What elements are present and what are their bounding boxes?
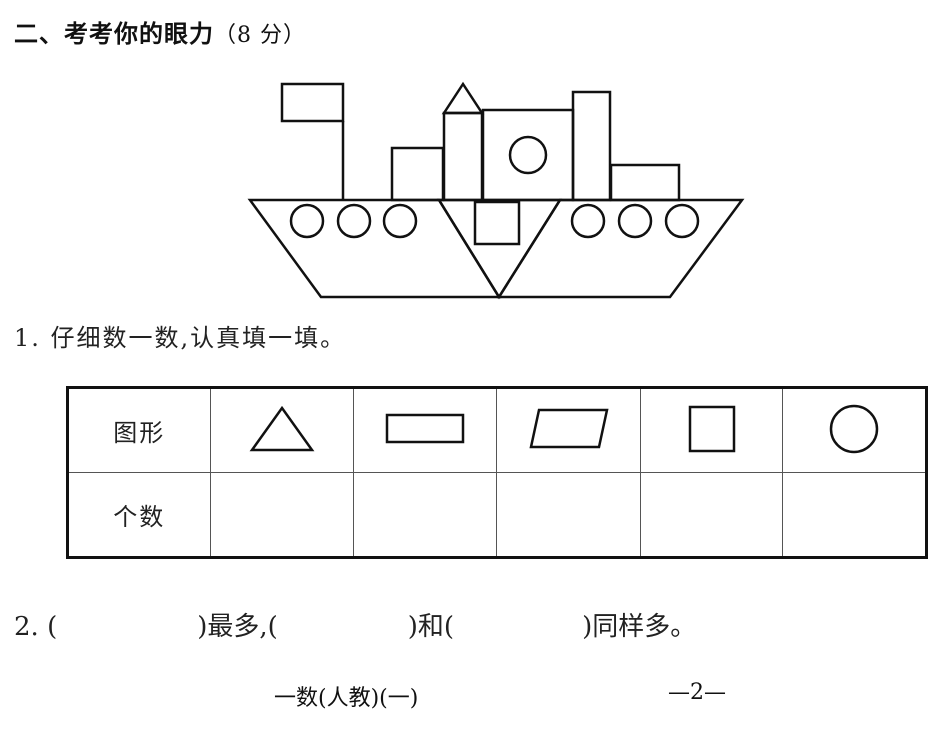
footer-book-label: 一数(人教)(一) [274, 686, 419, 711]
section-title: 二、考考你的眼力（8 分） [14, 14, 306, 49]
tower-roof-triangle [441, 81, 485, 115]
hull-square [473, 200, 521, 246]
cabin-square [481, 108, 575, 202]
cell-parallelogram [496, 387, 641, 473]
count-input-rectangle[interactable] [352, 472, 498, 558]
shape-count-table: 图形 个数 [66, 386, 928, 559]
rectangle-icon [385, 413, 465, 443]
cell-triangle [209, 387, 354, 473]
porthole [382, 203, 418, 239]
count-input-square[interactable] [639, 472, 784, 558]
cell-rectangle [352, 387, 498, 473]
porthole [336, 203, 372, 239]
tower-rect [442, 111, 484, 202]
q2-part1: )最多,( [197, 612, 278, 642]
count-input-circle[interactable] [782, 472, 927, 558]
hull-center-triangle [436, 198, 563, 300]
cabin-rect-left [390, 146, 445, 202]
hull-left-trapezoid [247, 198, 502, 299]
cell-circle [782, 387, 927, 473]
table-row-shapes: 图形 [67, 387, 927, 473]
q2-part3: )同样多。 [582, 612, 697, 642]
chimney-rect [571, 90, 612, 202]
porthole [289, 203, 325, 239]
flag-rectangle [280, 82, 345, 123]
square-icon [688, 405, 735, 452]
cabin-window-circle [508, 135, 548, 175]
section-title-text: 二、考考你的眼力 [14, 20, 214, 48]
ship-figure [247, 81, 745, 300]
porthole [617, 203, 653, 239]
row-label-count: 个数 [67, 472, 211, 558]
porthole [664, 203, 700, 239]
row-label-shape: 图形 [67, 387, 211, 473]
parallelogram-icon [529, 408, 609, 448]
cabin-rect-right [609, 163, 681, 202]
page-number: —2— [668, 680, 726, 705]
q2-part2: )和( [407, 612, 455, 642]
question-2: 2. ( )最多,( )和( )同样多。 [14, 606, 696, 643]
circle-icon [829, 404, 879, 453]
count-input-parallelogram[interactable] [496, 472, 641, 558]
triangle-icon [249, 405, 315, 451]
hull-right-trapezoid [496, 198, 745, 299]
q2-prefix: 2. ( [14, 612, 58, 642]
cell-square [639, 387, 784, 473]
question-1: 1. 仔细数一数,认真填一填。 [14, 324, 347, 352]
score-label: （8 分） [214, 23, 306, 48]
porthole [570, 203, 606, 239]
count-input-triangle[interactable] [209, 472, 354, 558]
table-row-counts: 个数 [67, 472, 927, 558]
